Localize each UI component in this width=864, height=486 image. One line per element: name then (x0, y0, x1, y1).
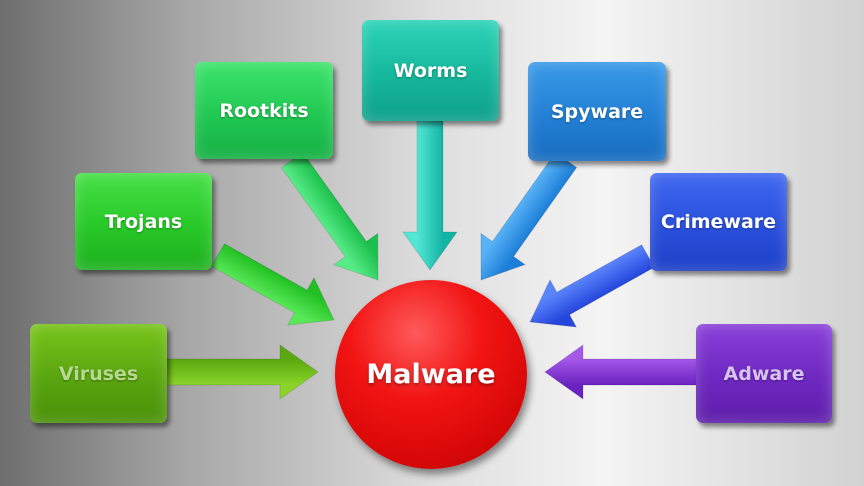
arrow-viruses (164, 344, 319, 400)
category-label-viruses: Viruses (58, 362, 139, 385)
arrow-crimeware (529, 244, 655, 328)
category-box-spyware: Spyware (528, 62, 666, 161)
arrow-adware (544, 344, 699, 400)
arrow-trojans (210, 243, 335, 326)
category-box-worms: Worms (362, 20, 499, 121)
category-label-rootkits: Rootkits (219, 99, 309, 122)
arrow-rootkits (280, 151, 379, 281)
arrow-worms (402, 120, 458, 271)
center-label: Malware (366, 359, 496, 390)
category-box-rootkits: Rootkits (195, 62, 333, 159)
malware-center-circle: Malware (335, 280, 527, 469)
category-label-trojans: Trojans (104, 210, 183, 233)
category-box-adware: Adware (696, 324, 832, 423)
arrow-spyware (480, 151, 578, 281)
category-label-adware: Adware (723, 362, 805, 385)
category-box-viruses: Viruses (30, 324, 167, 423)
category-label-spyware: Spyware (550, 100, 644, 123)
category-label-worms: Worms (393, 59, 468, 82)
category-box-crimeware: Crimeware (650, 173, 787, 271)
category-box-trojans: Trojans (75, 173, 212, 270)
category-label-crimeware: Crimeware (660, 211, 777, 233)
